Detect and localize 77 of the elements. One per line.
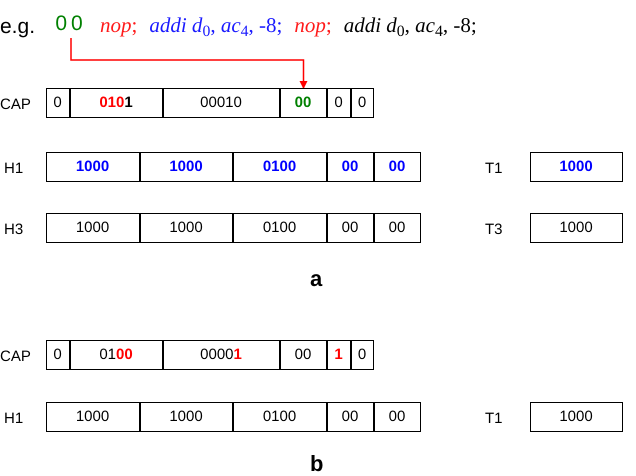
- instruction-text: addi d$_{0}$, ac$_{4}$, -8;: [149, 12, 282, 42]
- bit-value: 1: [334, 344, 343, 365]
- bit-value: 0100: [99, 344, 133, 365]
- bit-value: 00: [342, 156, 358, 177]
- panel-label: b: [310, 450, 324, 476]
- bit-field: [350, 88, 374, 118]
- row-label: H1: [4, 409, 24, 429]
- bit-field: [162, 340, 280, 370]
- bit-value: 1000: [76, 218, 110, 238]
- bit-field: [46, 340, 70, 370]
- bit-value: 0100: [262, 406, 296, 427]
- instruction-text: nop;: [100, 12, 138, 39]
- bit-field: [326, 213, 374, 243]
- row-label: T1: [485, 409, 503, 429]
- instruction-text: addi d$_{0}$, ac$_{4}$, -8;: [344, 12, 477, 42]
- bit-field: [46, 88, 70, 118]
- bit-field: [70, 88, 162, 118]
- bit-field: [374, 402, 420, 432]
- bit-value: 0100: [262, 156, 296, 177]
- bit-field: [350, 340, 374, 370]
- bit-field: [232, 152, 326, 182]
- bit-value: 00010: [200, 92, 242, 113]
- bit-value: 0100: [262, 218, 296, 238]
- bit-value: 0: [358, 92, 366, 113]
- row-label: CAP: [0, 95, 31, 115]
- bit-value: 1000: [76, 156, 110, 177]
- bit-field: [46, 152, 140, 182]
- bit-field: [162, 88, 280, 118]
- bit-field: [326, 402, 374, 432]
- bit-field: [374, 152, 420, 182]
- bit-field: [326, 88, 350, 118]
- bit-value: 0: [358, 344, 366, 365]
- instruction-text: nop;: [294, 12, 332, 39]
- bit-field: [530, 152, 622, 182]
- bit-value: 1000: [169, 218, 203, 238]
- bit-value: 1000: [559, 218, 593, 238]
- bit-field: [530, 213, 622, 243]
- bit-field: [140, 402, 232, 432]
- bit-field: [46, 402, 140, 432]
- bit-value: 00001: [200, 344, 242, 365]
- bit-field: [232, 402, 326, 432]
- bit-value: 00: [342, 406, 358, 427]
- row-label: T1: [485, 159, 503, 179]
- bit-value: 00: [55, 11, 87, 38]
- bit-value: 00: [294, 92, 312, 113]
- bit-field: [280, 88, 326, 118]
- bit-field: [280, 340, 326, 370]
- row-label: H3: [4, 220, 24, 240]
- bit-field: [46, 213, 140, 243]
- bit-value: 00: [388, 156, 406, 177]
- panel-label: a: [310, 265, 322, 293]
- bit-field: [326, 152, 374, 182]
- bit-value: 0: [53, 92, 62, 113]
- bit-field: [70, 340, 162, 370]
- bit-value: 00: [342, 218, 358, 238]
- example-label: e.g.: [0, 14, 36, 40]
- bit-value: 1000: [169, 156, 203, 177]
- bit-field: [374, 213, 420, 243]
- bit-value: 1000: [169, 406, 203, 427]
- bit-value: 1000: [76, 406, 110, 427]
- arrow: [70, 38, 308, 89]
- bit-value: 0101: [99, 92, 133, 113]
- bit-field: [140, 213, 232, 243]
- bit-value: 1000: [559, 156, 593, 177]
- bit-value: 00: [294, 344, 312, 365]
- bit-field: [140, 152, 232, 182]
- bit-field: [232, 213, 326, 243]
- row-label: H1: [4, 159, 24, 179]
- bit-value: 1000: [559, 406, 593, 427]
- bit-field: [326, 340, 350, 370]
- row-label: CAP: [0, 347, 31, 367]
- bit-value: 0: [53, 344, 62, 365]
- bit-value: 00: [388, 406, 406, 427]
- bit-value: 0: [334, 92, 343, 113]
- row-label: T3: [485, 220, 503, 240]
- bit-value: 00: [388, 218, 406, 238]
- bit-field: [530, 402, 622, 432]
